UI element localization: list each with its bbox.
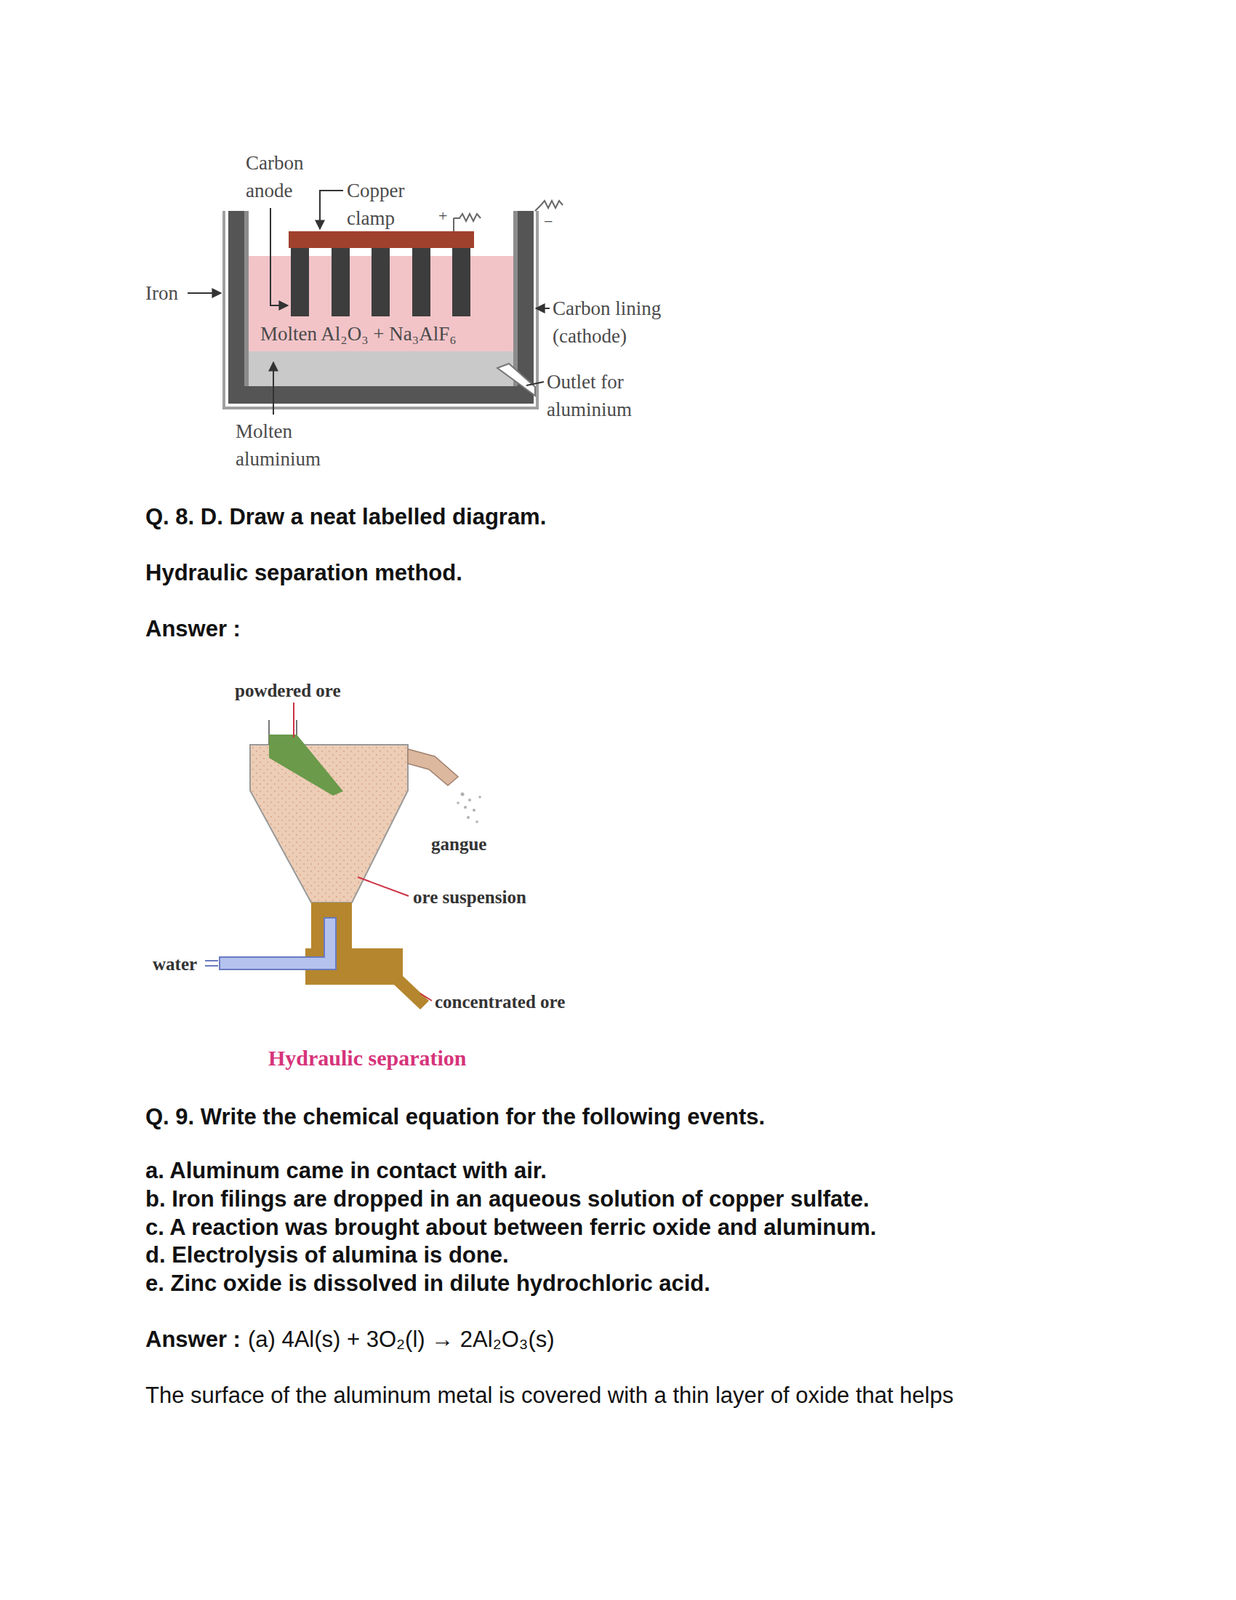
terminal-sign: −	[543, 212, 553, 232]
part-label: Molten aluminium	[235, 417, 338, 473]
question-item: d. Electrolysis of alumina is done.	[145, 1241, 509, 1268]
ore-chute	[269, 734, 344, 796]
part-label: gangue	[431, 831, 487, 856]
chemical-equation: (a) 4Al(s) + 3O₂(l) → 2Al₂O₃(s)	[247, 1326, 555, 1353]
carbon-anode	[290, 247, 309, 317]
question-item: b. Iron filings are dropped in an aqueou…	[145, 1185, 870, 1213]
answer-heading: Answer :	[145, 1326, 241, 1353]
question: Q. 8. D. Draw a neat labelled diagram.	[145, 503, 547, 531]
copper-clamp	[288, 231, 475, 248]
molten-aluminium	[247, 351, 517, 387]
terminal-symbol	[535, 200, 563, 211]
inner-lining	[513, 210, 518, 387]
carbon-anode	[371, 247, 390, 317]
gangue-outlet	[407, 748, 459, 786]
separator-tank	[250, 744, 408, 903]
gangue-particles	[456, 792, 482, 824]
answer-heading: Answer :	[145, 615, 241, 642]
water-pipe	[219, 917, 336, 970]
leader-line	[319, 190, 344, 230]
question-item: a. Aluminum came in contact with air.	[145, 1157, 547, 1184]
part-label: Iron	[145, 279, 179, 307]
question-item: c. A reaction was brought about between …	[145, 1214, 877, 1241]
question: Q. 9. Write the chemical equation for th…	[145, 1103, 765, 1130]
carbon-anode	[452, 247, 471, 317]
outlet	[497, 363, 536, 396]
leader-line	[272, 362, 275, 415]
part-label: concentrated ore	[434, 989, 566, 1014]
part-label: water	[152, 951, 198, 976]
carbon-anode	[412, 247, 431, 317]
leader-line	[187, 292, 222, 294]
electrolyte-label: Molten Al₂O₃ + Na₃AlF₆	[260, 322, 461, 346]
terminal-sign: +	[438, 206, 448, 226]
leader-line	[420, 993, 432, 1001]
hydraulic-separator	[205, 702, 482, 1010]
leader-line	[357, 876, 409, 896]
body-text: The surface of the aluminum metal is cov…	[145, 1382, 954, 1409]
part-label: powdered ore	[234, 678, 341, 703]
question-item: e. Zinc oxide is dissolved in dilute hyd…	[145, 1270, 711, 1297]
part-label: Outlet for aluminium	[546, 367, 664, 424]
electrolyte-region: Molten Al₂O₃ + Na₃AlF₆	[260, 322, 461, 347]
leader-line	[293, 702, 295, 738]
carbon-anode	[331, 247, 350, 317]
leader-line	[270, 207, 288, 306]
terminal-symbol	[453, 213, 481, 232]
part-label: Copper clamp	[346, 176, 427, 232]
part-label: ore suspension	[412, 884, 527, 909]
leader-line	[526, 381, 544, 386]
part-label: Carbon lining (cathode)	[552, 294, 698, 350]
inner-lining	[244, 210, 249, 387]
part-label: Carbon anode	[245, 149, 326, 205]
water-arrow	[205, 960, 219, 966]
leader-line	[535, 307, 550, 309]
question-item: Hydraulic separation method.	[145, 559, 463, 587]
figure-caption: Hydraulic separation	[268, 1044, 467, 1071]
